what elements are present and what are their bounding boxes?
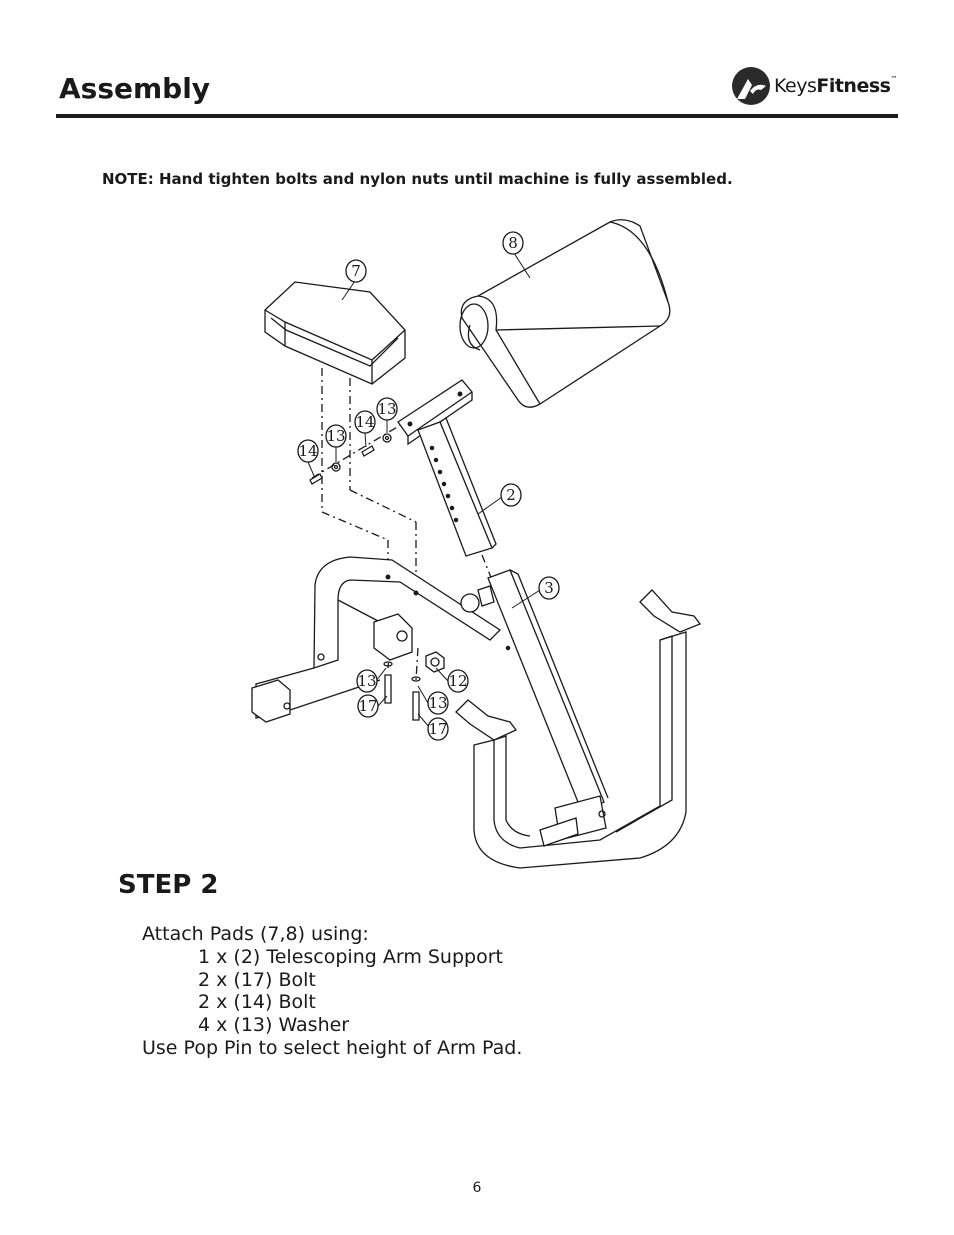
callout-17-left: 17 bbox=[358, 697, 377, 715]
keysfitness-logo-icon bbox=[732, 67, 770, 105]
logo-keys: Keys bbox=[774, 75, 817, 97]
hardware-bolts-washers bbox=[309, 433, 421, 721]
callout-7: 7 bbox=[351, 262, 361, 280]
u-base bbox=[455, 589, 702, 869]
instruction-line: 4 x (13) Washer bbox=[198, 1014, 350, 1037]
step-title: STEP 2 bbox=[118, 870, 219, 900]
nylon-nut-12 bbox=[425, 651, 445, 673]
callout-12: 12 bbox=[448, 672, 467, 690]
main-frame bbox=[251, 556, 502, 723]
instruction-line: 1 x (2) Telescoping Arm Support bbox=[198, 945, 503, 968]
callout-13-lower-left: 13 bbox=[357, 672, 376, 690]
callout-14-left: 14 bbox=[298, 442, 317, 460]
callout-14-right: 14 bbox=[355, 413, 374, 431]
arm-pad-8 bbox=[459, 219, 671, 408]
instruction-line: 2 x (17) Bolt bbox=[198, 968, 316, 991]
upright-post-3 bbox=[460, 569, 609, 841]
callout-13-left: 13 bbox=[326, 427, 345, 445]
assembly-diagram: 8 7 14 13 14 13 2 3 13 17 12 13 17 bbox=[251, 219, 702, 869]
instruction-line: Use Pop Pin to select height of Arm Pad. bbox=[142, 1036, 523, 1059]
seat-pad-7 bbox=[264, 281, 406, 385]
callout-8: 8 bbox=[508, 234, 518, 252]
callout-17-right: 17 bbox=[428, 720, 447, 738]
logo-wordmark: KeysFitness™ bbox=[774, 75, 897, 97]
callout-2: 2 bbox=[506, 486, 516, 504]
callouts bbox=[297, 231, 560, 741]
assembly-note: NOTE: Hand tighten bolts and nylon nuts … bbox=[102, 170, 733, 188]
keysfitness-logo: KeysFitness™ bbox=[731, 66, 897, 106]
page-title: Assembly bbox=[59, 72, 211, 105]
instruction-line: Attach Pads (7,8) using: bbox=[142, 923, 369, 945]
logo-tm: ™ bbox=[890, 75, 897, 83]
page-number: 6 bbox=[472, 1180, 482, 1196]
leader-lines bbox=[307, 252, 541, 729]
logo-fitness: Fitness bbox=[816, 75, 891, 97]
instruction-line: 2 x (14) Bolt bbox=[198, 991, 316, 1014]
step-instructions: Attach Pads (7,8) using: 1 x (2) Telesco… bbox=[142, 923, 522, 1060]
callout-13-right: 13 bbox=[377, 400, 396, 418]
telescoping-arm-support-2 bbox=[397, 379, 497, 557]
callout-13-lower-right: 13 bbox=[428, 694, 447, 712]
header-rule bbox=[56, 114, 898, 118]
callout-3: 3 bbox=[544, 579, 554, 597]
